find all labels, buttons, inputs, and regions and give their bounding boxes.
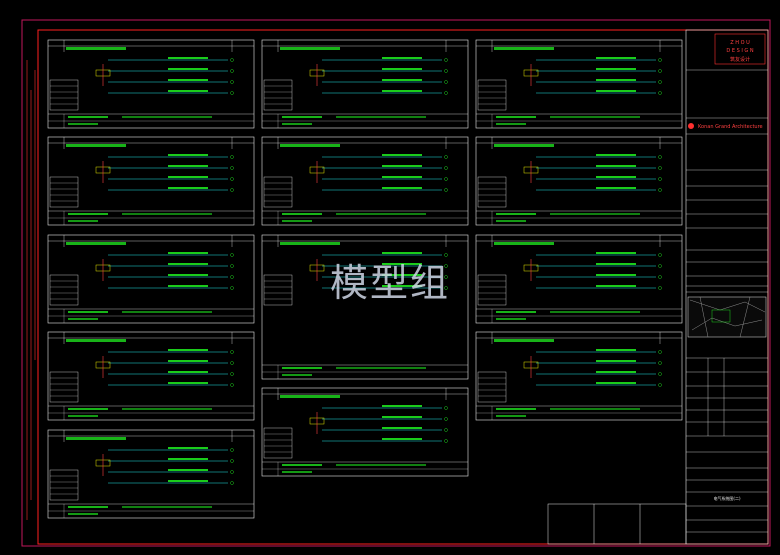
brand-line2: D E S I G N xyxy=(726,48,753,54)
brand-cn: 筑友设计 xyxy=(730,56,750,63)
schematic-panel xyxy=(261,234,469,380)
site-map xyxy=(687,296,767,338)
site-map-lines xyxy=(689,296,766,338)
schematic-panel xyxy=(47,136,255,226)
firm-name: Konan Grand Architecture xyxy=(698,124,763,130)
schematic-panel xyxy=(47,39,255,129)
stamp-table xyxy=(547,503,687,545)
logo-box xyxy=(714,33,766,65)
schematic-panel xyxy=(47,429,255,519)
title-block: Z H O U D E S I G N 筑友设计 Konan Grand Arc… xyxy=(685,29,769,545)
firm-logo-icon xyxy=(688,123,694,129)
watermark-text: 模型组 xyxy=(330,261,451,305)
schematic-panel xyxy=(261,39,469,129)
schematic-panel xyxy=(475,234,683,324)
sheet-title: 电气系统图(二) xyxy=(713,495,741,501)
brand-line1: Z H O U xyxy=(730,40,750,46)
schematic-panel xyxy=(475,39,683,129)
schematic-panel xyxy=(47,331,255,421)
left-binding-notes xyxy=(26,60,36,520)
schematic-panel xyxy=(475,331,683,421)
title-block-grid xyxy=(686,185,768,533)
schematic-panel xyxy=(47,234,255,324)
outer-frame xyxy=(21,19,771,547)
schematic-panels xyxy=(47,39,683,519)
schematic-panel xyxy=(261,387,469,477)
schematic-panel xyxy=(261,136,469,226)
schematic-panel xyxy=(475,136,683,226)
